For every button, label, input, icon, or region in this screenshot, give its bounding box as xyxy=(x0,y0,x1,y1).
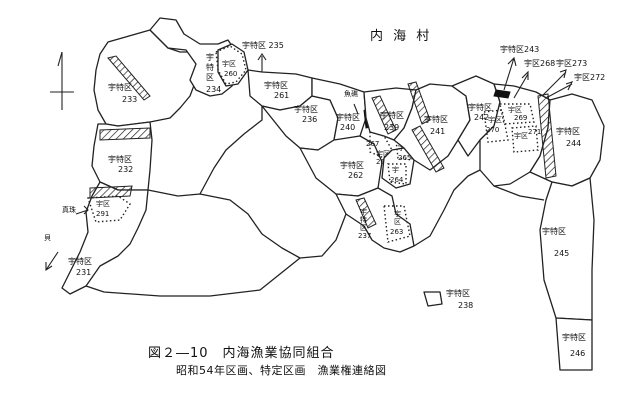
zone-243-area: 宇区 269 宇区 270 宇区 271 xyxy=(479,83,551,187)
svg-text:263: 263 xyxy=(390,228,403,236)
figure-title: 図２―10 内海漁業協同組合 xyxy=(148,346,335,361)
zone-241: 宇特区 241 xyxy=(393,81,471,173)
svg-text:宇特区: 宇特区 xyxy=(108,154,132,164)
zone-232: 宇特区 232 xyxy=(91,121,153,191)
zone-244: 宇特区 244 xyxy=(529,93,605,187)
svg-text:232: 232 xyxy=(118,165,133,174)
svg-text:宇: 宇 xyxy=(398,143,405,152)
svg-text:宇特区: 宇特区 xyxy=(264,80,288,90)
svg-text:宇特区: 宇特区 xyxy=(68,256,92,266)
svg-text:241: 241 xyxy=(430,127,445,136)
svg-text:270: 270 xyxy=(486,126,499,134)
svg-text:宇特区: 宇特区 xyxy=(336,112,360,122)
village-name: 内 海 村 xyxy=(370,28,432,44)
svg-text:245: 245 xyxy=(554,249,569,258)
svg-text:239: 239 xyxy=(384,123,399,132)
svg-text:宇特区: 宇特区 xyxy=(380,110,404,120)
svg-text:291: 291 xyxy=(96,210,109,218)
svg-text:267: 267 xyxy=(366,140,379,148)
zone-239: 宇特区 239 xyxy=(363,87,417,141)
svg-text:区: 区 xyxy=(360,224,367,232)
svg-text:240: 240 xyxy=(340,123,355,132)
svg-text:宇: 宇 xyxy=(360,207,367,216)
svg-text:宇特区: 宇特区 xyxy=(446,288,470,298)
svg-text:宇区: 宇区 xyxy=(376,149,390,158)
svg-text:宇区: 宇区 xyxy=(514,131,528,140)
figure-subtitle: 昭和54年区画、特定区画 漁業権連絡図 xyxy=(176,364,387,377)
svg-text:宇特区: 宇特区 xyxy=(562,332,586,342)
zone-238: 宇特区 238 xyxy=(423,288,473,310)
svg-text:269: 269 xyxy=(514,114,527,122)
svg-text:233: 233 xyxy=(122,95,137,104)
svg-text:242: 242 xyxy=(474,113,489,122)
zone-246: 宇特区 246 xyxy=(555,317,593,371)
svg-text:区: 区 xyxy=(394,218,401,226)
svg-text:宇特区: 宇特区 xyxy=(294,104,318,114)
svg-text:宇特区: 宇特区 xyxy=(424,114,448,124)
kai-label: 貝 xyxy=(44,234,51,242)
svg-text:宇特区: 宇特区 xyxy=(468,102,492,112)
svg-text:宇区: 宇区 xyxy=(222,59,236,68)
zone-260: 宇区 260 xyxy=(215,43,249,87)
svg-text:238: 238 xyxy=(458,301,473,310)
shinju-label: 真珠 xyxy=(62,205,76,214)
svg-text:特: 特 xyxy=(360,215,367,224)
svg-text:宇区: 宇区 xyxy=(96,199,110,208)
zone-243-label: 宇特区243 xyxy=(500,44,539,54)
svg-text:246: 246 xyxy=(570,349,585,358)
svg-text:宇: 宇 xyxy=(392,165,399,174)
zone-262: 宇特区 262 xyxy=(299,135,383,197)
zone-233: 宇特区 233 xyxy=(93,29,201,127)
zone-234: 宇 特 区 234 xyxy=(149,17,241,97)
svg-text:特: 特 xyxy=(206,62,214,72)
zone-235-label: 宇特区 235 xyxy=(242,40,284,50)
svg-text:宇特区: 宇特区 xyxy=(556,126,580,136)
svg-text:宇: 宇 xyxy=(394,209,401,218)
gyosho-label: 魚礁 xyxy=(344,89,358,98)
north-arrow-icon xyxy=(50,51,74,110)
svg-text:236: 236 xyxy=(302,115,317,124)
svg-text:244: 244 xyxy=(566,139,581,148)
zone-273-label: 宇区273 xyxy=(556,58,587,68)
svg-text:宇区: 宇区 xyxy=(488,115,502,124)
svg-text:261: 261 xyxy=(274,91,289,100)
zone-233-label: 宇特区 xyxy=(108,82,132,92)
svg-text:234: 234 xyxy=(206,85,221,94)
svg-text:宇特区: 宇特区 xyxy=(542,226,566,236)
svg-text:260: 260 xyxy=(224,70,237,78)
zone-263-237: 宇 特 区 237 宇 区 263 xyxy=(335,187,415,253)
svg-text:宇: 宇 xyxy=(206,52,214,62)
zone-268-label: 宇区268 xyxy=(524,58,555,68)
zone-231: 宇区 291 宇特区 231 xyxy=(61,181,149,295)
svg-text:271: 271 xyxy=(528,128,541,136)
svg-text:区: 区 xyxy=(206,73,214,82)
zone-245: 宇特区 245 xyxy=(539,177,595,321)
svg-text:231: 231 xyxy=(76,268,91,277)
svg-text:265: 265 xyxy=(398,154,411,162)
svg-text:宇区: 宇区 xyxy=(508,105,522,114)
svg-text:264: 264 xyxy=(390,176,404,184)
svg-text:宇特区: 宇特区 xyxy=(340,160,364,170)
zone-272-label: 宇区272 xyxy=(574,72,605,82)
zone-261: 宇特区 261 xyxy=(247,69,313,111)
zone-264-265: 宇 265 宇 264 xyxy=(381,139,415,189)
svg-text:262: 262 xyxy=(348,171,363,180)
svg-text:237: 237 xyxy=(358,232,371,240)
